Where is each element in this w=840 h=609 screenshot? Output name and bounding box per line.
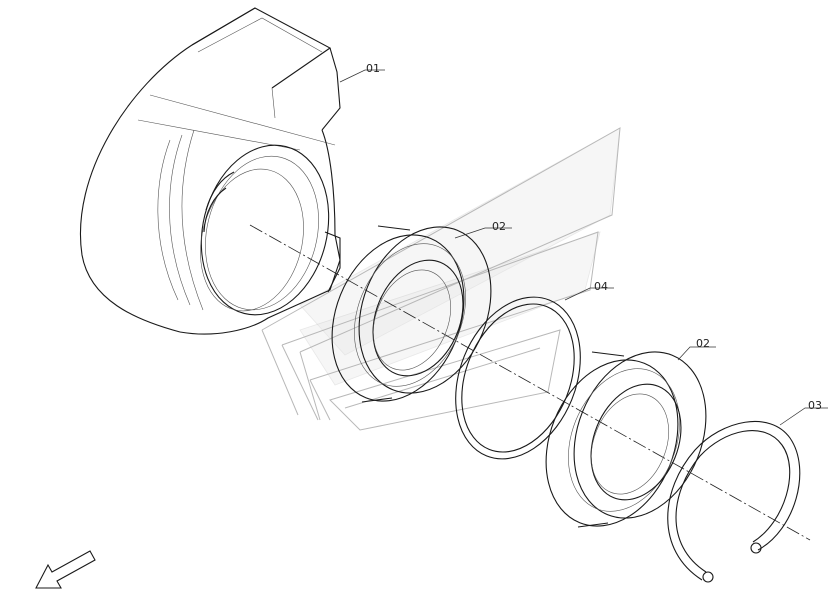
callout-seal-ring: 04 <box>594 280 608 293</box>
centre-axis <box>249 224 811 541</box>
bearing-upper-part <box>331 225 492 403</box>
callout-circlip: 03 <box>808 399 822 412</box>
leader-lines <box>339 69 828 426</box>
callout-housing: 01 <box>366 62 380 75</box>
callout-bearing-lower: 02 <box>696 337 710 350</box>
bearing-lower-part <box>545 351 707 528</box>
housing-part <box>80 7 341 335</box>
circlip-part <box>667 420 801 583</box>
direction-arrow-icon <box>35 550 96 589</box>
watermark-logo <box>261 127 621 431</box>
callout-bearing-upper: 02 <box>492 220 506 233</box>
